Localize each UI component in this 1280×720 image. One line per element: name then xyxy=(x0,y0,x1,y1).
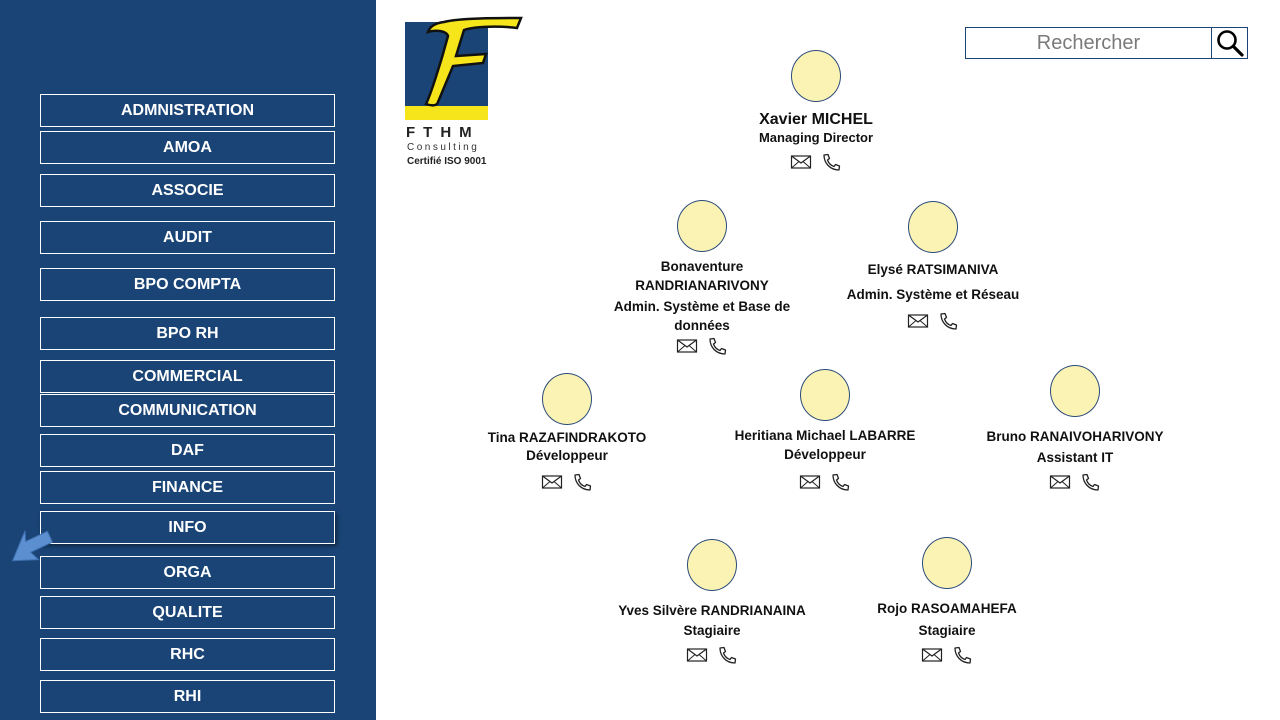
person-card: Bruno RANAIVOHARIVONY Assistant IT xyxy=(955,365,1195,491)
dept-button-communication[interactable]: COMMUNICATION xyxy=(40,394,335,427)
avatar[interactable] xyxy=(791,50,841,102)
search-box xyxy=(965,27,1248,59)
envelope-icon[interactable] xyxy=(799,473,821,491)
dept-button-info[interactable]: INFO xyxy=(40,511,335,544)
dept-button-audit[interactable]: AUDIT xyxy=(40,221,335,254)
logo-subtitle: Consulting xyxy=(407,142,480,153)
person-role: Stagiaire xyxy=(683,623,741,638)
person-card: Elysé RATSIMANIVA Admin. Système et Rése… xyxy=(813,201,1053,330)
phone-icon[interactable] xyxy=(829,473,851,491)
person-role: Développeur xyxy=(526,448,608,463)
envelope-icon[interactable] xyxy=(907,312,929,330)
person-name: Elysé RATSIMANIVA xyxy=(867,262,999,277)
phone-icon[interactable] xyxy=(716,646,738,664)
person-name: Bonaventure RANDRIANARIVONY xyxy=(635,259,769,293)
avatar[interactable] xyxy=(922,537,972,589)
avatar[interactable] xyxy=(1050,365,1100,417)
avatar[interactable] xyxy=(687,539,737,591)
phone-icon[interactable] xyxy=(937,312,959,330)
avatar[interactable] xyxy=(800,369,850,421)
envelope-icon[interactable] xyxy=(921,646,943,664)
person-role: Admin. Système et Réseau xyxy=(846,287,1020,302)
logo-certification: Certifié ISO 9001 xyxy=(407,156,487,167)
avatar[interactable] xyxy=(677,200,727,252)
person-card: Bonaventure RANDRIANARIVONY Admin. Systè… xyxy=(582,200,822,355)
person-card: Heritiana Michael LABARRE Développeur xyxy=(705,369,945,491)
dept-button-daf[interactable]: DAF xyxy=(40,434,335,467)
person-card: Rojo RASOAMAHEFA Stagiaire xyxy=(827,537,1067,664)
logo-stripe xyxy=(405,106,488,120)
person-name: Tina RAZAFINDRAKOTO xyxy=(487,430,647,445)
dept-button-associe[interactable]: ASSOCIE xyxy=(40,174,335,207)
person-name: Bruno RANAIVOHARIVONY xyxy=(986,429,1164,444)
dept-button-qualite[interactable]: QUALITE xyxy=(40,596,335,629)
person-role: Développeur xyxy=(784,447,866,462)
person-name: Heritiana Michael LABARRE xyxy=(734,428,916,443)
dept-button-finance[interactable]: FINANCE xyxy=(40,471,335,504)
magnifier-icon xyxy=(1217,30,1244,57)
dept-button-commercial[interactable]: COMMERCIAL xyxy=(40,360,335,393)
envelope-icon[interactable] xyxy=(686,646,708,664)
person-name: Yves Silvère RANDRIANAINA xyxy=(618,603,806,618)
person-card: Xavier MICHEL Managing Director xyxy=(696,50,936,171)
phone-icon[interactable] xyxy=(1079,473,1101,491)
person-name: Rojo RASOAMAHEFA xyxy=(877,601,1017,616)
department-sidebar: ADMNISTRATION AMOA ASSOCIE AUDIT BPO COM… xyxy=(0,0,376,720)
envelope-icon[interactable] xyxy=(676,337,698,355)
logo-name: FTHM xyxy=(406,124,480,141)
arrow-pointer-icon xyxy=(11,530,54,562)
dept-button-amoa[interactable]: AMOA xyxy=(40,131,335,164)
dept-button-bpo-compta[interactable]: BPO COMPTA xyxy=(40,268,335,301)
dept-button-rhc[interactable]: RHC xyxy=(40,638,335,671)
envelope-icon[interactable] xyxy=(541,473,563,491)
company-logo: FTHM Consulting Certifié ISO 9001 xyxy=(404,16,524,172)
person-role: Admin. Système et Base de données xyxy=(613,299,791,333)
person-card: Tina RAZAFINDRAKOTO Développeur xyxy=(447,373,687,491)
logo-f-icon xyxy=(424,16,523,107)
dept-button-orga[interactable]: ORGA xyxy=(40,556,335,589)
search-input[interactable] xyxy=(966,28,1212,58)
avatar[interactable] xyxy=(542,373,592,425)
person-name: Xavier MICHEL xyxy=(759,111,873,128)
dept-button-rhi[interactable]: RHI xyxy=(40,680,335,713)
avatar[interactable] xyxy=(908,201,958,253)
envelope-icon[interactable] xyxy=(1049,473,1071,491)
person-card: Yves Silvère RANDRIANAINA Stagiaire xyxy=(592,539,832,664)
person-role: Stagiaire xyxy=(918,623,976,638)
person-role: Managing Director xyxy=(758,130,874,145)
person-role: Assistant IT xyxy=(1036,450,1114,465)
dept-button-bpo-rh[interactable]: BPO RH xyxy=(40,317,335,350)
phone-icon[interactable] xyxy=(571,473,593,491)
phone-icon[interactable] xyxy=(951,646,973,664)
phone-icon[interactable] xyxy=(820,153,842,171)
phone-icon[interactable] xyxy=(706,337,728,355)
envelope-icon[interactable] xyxy=(790,153,812,171)
search-button[interactable] xyxy=(1213,28,1247,58)
dept-button-administration[interactable]: ADMNISTRATION xyxy=(40,94,335,127)
